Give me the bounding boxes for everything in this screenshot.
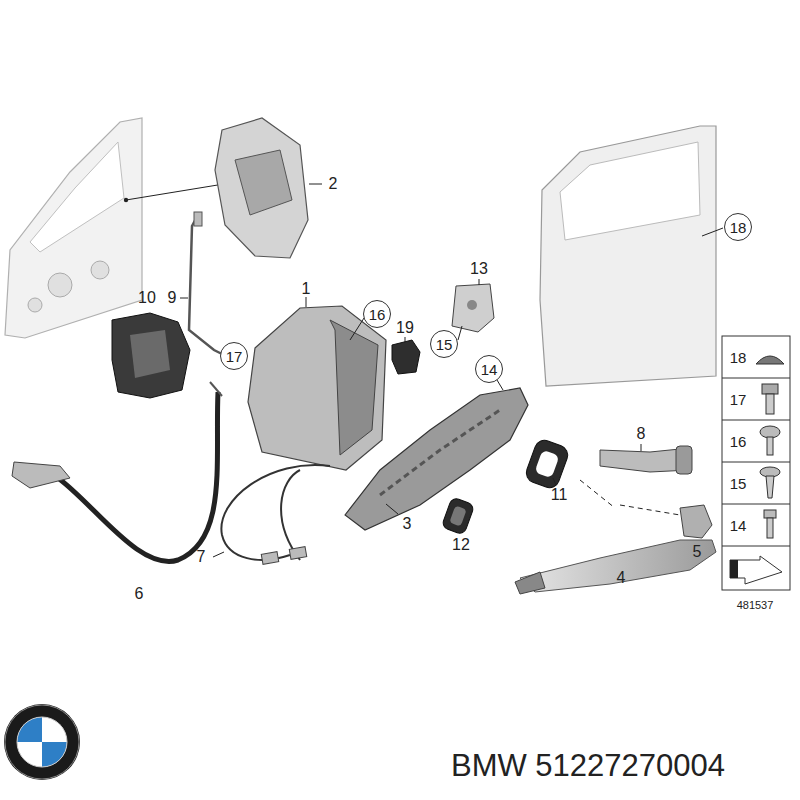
callout-number: 6: [135, 586, 144, 602]
callout-number: 4: [617, 570, 626, 586]
callout-circle: 17: [220, 342, 248, 370]
callout-number: 3: [403, 516, 412, 532]
callout-number: 14: [730, 518, 747, 533]
callout-number: 7: [197, 549, 206, 565]
callout-number: 2: [329, 176, 338, 192]
callout-number: 16: [369, 307, 386, 322]
callout-number: 15: [436, 337, 453, 352]
callout-number: 8: [637, 426, 646, 442]
callout-number: 10: [138, 290, 156, 306]
callout-circle: 16: [363, 300, 391, 328]
fastener-table: [722, 336, 790, 590]
diagram-id: 481537: [737, 600, 774, 611]
callout-number: 13: [470, 261, 488, 277]
callout-number: 14: [481, 362, 498, 377]
callout-number: 15: [730, 476, 747, 491]
callout-number: 9: [168, 290, 177, 306]
callout-number: 18: [730, 220, 747, 235]
callout-number: 17: [226, 349, 243, 364]
brand-logo: [4, 704, 80, 780]
callout-number: 17: [730, 392, 747, 407]
callout-circle: 18: [724, 213, 752, 241]
callout-number: 16: [730, 434, 747, 449]
callout-number: 12: [452, 537, 470, 553]
callout-number: 11: [551, 487, 568, 503]
callout-number: 1: [302, 281, 311, 297]
callout-circle: 15: [430, 330, 458, 358]
callout-number: 5: [693, 544, 702, 560]
callout-circle: 14: [475, 355, 503, 383]
part-number: BMW 51227270004: [451, 750, 725, 781]
door-frame: [5, 118, 142, 338]
callout-number: 19: [396, 320, 414, 336]
callout-number: 18: [730, 350, 747, 365]
